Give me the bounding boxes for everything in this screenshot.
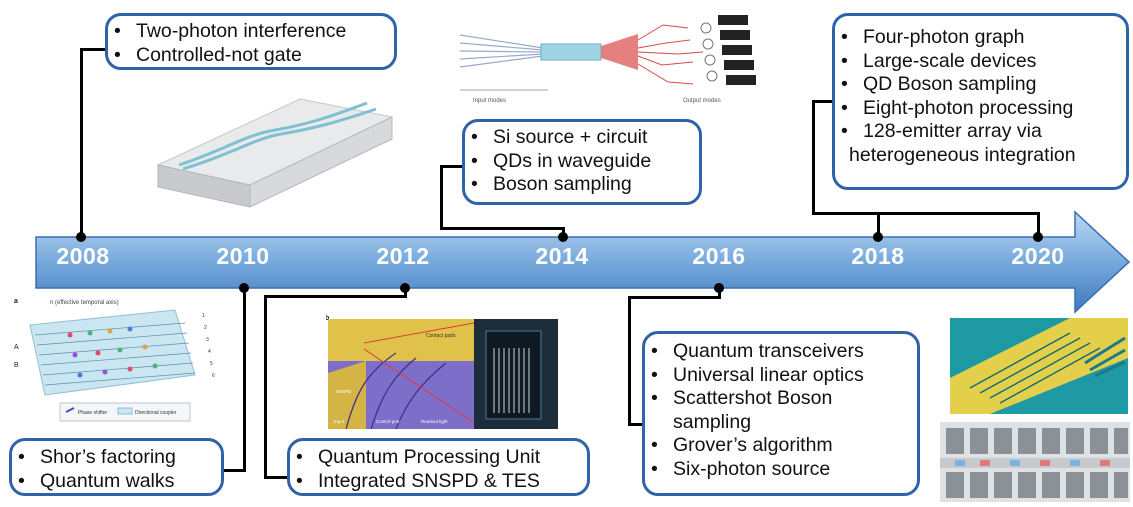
milestone-box-2012: Quantum Processing Unit Integrated SNSPD… bbox=[287, 438, 590, 496]
milestone-item: Two-photon interference bbox=[108, 20, 394, 44]
chip-label-input: Input bbox=[334, 419, 345, 424]
connector-2018-h2 bbox=[812, 100, 834, 103]
year-2010: 2010 bbox=[216, 243, 270, 269]
connector-2012-h2 bbox=[264, 476, 288, 479]
milestone-box-2008: Two-photon interference Controlled-not g… bbox=[105, 13, 397, 70]
device-array-figure bbox=[940, 422, 1130, 502]
connector-2016-h1 bbox=[628, 296, 721, 299]
svg-text:3: 3 bbox=[206, 337, 209, 343]
connector-2010-dot bbox=[239, 283, 249, 293]
milestone-item: Boson sampling bbox=[465, 173, 699, 197]
chip-label-device: SNSPD bbox=[336, 389, 352, 394]
connector-2014-v2 bbox=[440, 165, 443, 230]
milestone-item: 128-emitter array via bbox=[835, 120, 1126, 144]
connector-2020-dot bbox=[1033, 232, 1043, 242]
connector-2016-dot bbox=[714, 283, 724, 293]
boson-input-label: Input modes bbox=[473, 98, 506, 104]
connector-2012-h1 bbox=[264, 295, 407, 298]
walk-axis-label: n (effective temporal axis) bbox=[50, 300, 119, 306]
connector-2018-v bbox=[877, 214, 880, 237]
milestone-box-2016: Quantum transceivers Universal linear op… bbox=[642, 331, 920, 496]
connector-2010 bbox=[243, 288, 246, 471]
milestone-item: heterogeneous integration bbox=[849, 143, 1076, 166]
connector-2016-v1 bbox=[718, 288, 721, 298]
milestone-item: Eight-photon processing bbox=[835, 97, 1126, 121]
chip-label-readout: Readout light bbox=[421, 419, 448, 424]
walk-legend-phase: Phase shifter bbox=[78, 410, 108, 416]
milestone-item: Six-photon source bbox=[645, 458, 917, 482]
boson-sampling-figure: Input modes Output modes bbox=[459, 15, 756, 104]
chip-panel-label: b bbox=[326, 315, 329, 322]
connector-2012-dot bbox=[400, 283, 410, 293]
year-2020: 2020 bbox=[1011, 243, 1065, 269]
connector-2018-v2 bbox=[812, 100, 815, 215]
svg-text:6: 6 bbox=[212, 373, 215, 379]
svg-text:4: 4 bbox=[208, 349, 211, 355]
chip-label-control: Control port bbox=[376, 419, 400, 424]
waveguide-chip-figure bbox=[156, 98, 394, 208]
chip-label-contact: Contact pads bbox=[426, 333, 456, 339]
milestone-item: Grover’s algorithm bbox=[645, 434, 917, 458]
year-2018: 2018 bbox=[851, 243, 905, 269]
walk-legend-coupler: Directional coupler bbox=[135, 410, 177, 416]
connector-2016-h2 bbox=[628, 423, 644, 426]
walk-panel-label: a bbox=[14, 298, 18, 305]
svg-text:2: 2 bbox=[204, 325, 207, 331]
milestone-box-2018-2020: Four-photon graph Large-scale devices QD… bbox=[832, 13, 1129, 190]
milestone-item: Four-photon graph bbox=[835, 26, 1126, 50]
boson-output-label: Output modes bbox=[683, 98, 721, 104]
connector-2008-h bbox=[80, 48, 108, 51]
connector-2014-dot bbox=[558, 232, 568, 242]
milestone-item: QDs in waveguide bbox=[465, 150, 699, 174]
milestone-item: Integrated SNSPD & TES bbox=[290, 470, 587, 494]
milestone-item: Quantum walks bbox=[12, 470, 221, 494]
walk-input-a: A bbox=[14, 344, 19, 351]
milestone-item: Quantum transceivers bbox=[645, 340, 917, 364]
milestone-item: Controlled-not gate bbox=[108, 44, 394, 68]
milestone-item: QD Boson sampling bbox=[835, 73, 1126, 97]
milestone-item: sampling bbox=[673, 410, 752, 433]
chip-micrograph-figure: b Contact pads Input Control port Readou… bbox=[326, 315, 558, 430]
photonic-chip-figure bbox=[950, 318, 1128, 414]
milestone-item: Large-scale devices bbox=[835, 50, 1126, 74]
connector-2008 bbox=[80, 49, 83, 237]
year-2016: 2016 bbox=[692, 243, 746, 269]
connector-2014-h2 bbox=[440, 165, 464, 168]
year-2008: 2008 bbox=[56, 243, 110, 269]
year-2012: 2012 bbox=[376, 243, 430, 269]
year-2014: 2014 bbox=[535, 243, 589, 269]
connector-2012-v2 bbox=[264, 295, 267, 478]
svg-text:1: 1 bbox=[202, 313, 205, 319]
connector-2010-h bbox=[223, 469, 246, 472]
svg-text:5: 5 bbox=[210, 361, 213, 367]
connector-2018-dot bbox=[873, 232, 883, 242]
connector-2020-v bbox=[1037, 214, 1040, 237]
milestone-box-2014: Si source + circuit QDs in waveguide Bos… bbox=[462, 119, 702, 205]
milestone-item: Universal linear optics bbox=[645, 364, 917, 388]
milestone-item: Quantum Processing Unit bbox=[290, 446, 587, 470]
milestone-item: Scattershot Boson bbox=[645, 387, 917, 411]
milestone-item: Shor’s factoring bbox=[12, 446, 221, 470]
walk-input-b: B bbox=[14, 362, 19, 369]
milestone-item: Si source + circuit bbox=[465, 126, 699, 150]
connector-2016-v2 bbox=[628, 296, 631, 425]
connector-2014-h1 bbox=[440, 227, 565, 230]
quantum-walk-figure: a n (effective temporal axis) A B 1 2 3 4 5… bbox=[14, 298, 215, 422]
connector-2008-dot bbox=[76, 232, 86, 242]
milestone-box-2010: Shor’s factoring Quantum walks bbox=[9, 438, 224, 496]
connector-2018-h bbox=[812, 212, 1040, 215]
